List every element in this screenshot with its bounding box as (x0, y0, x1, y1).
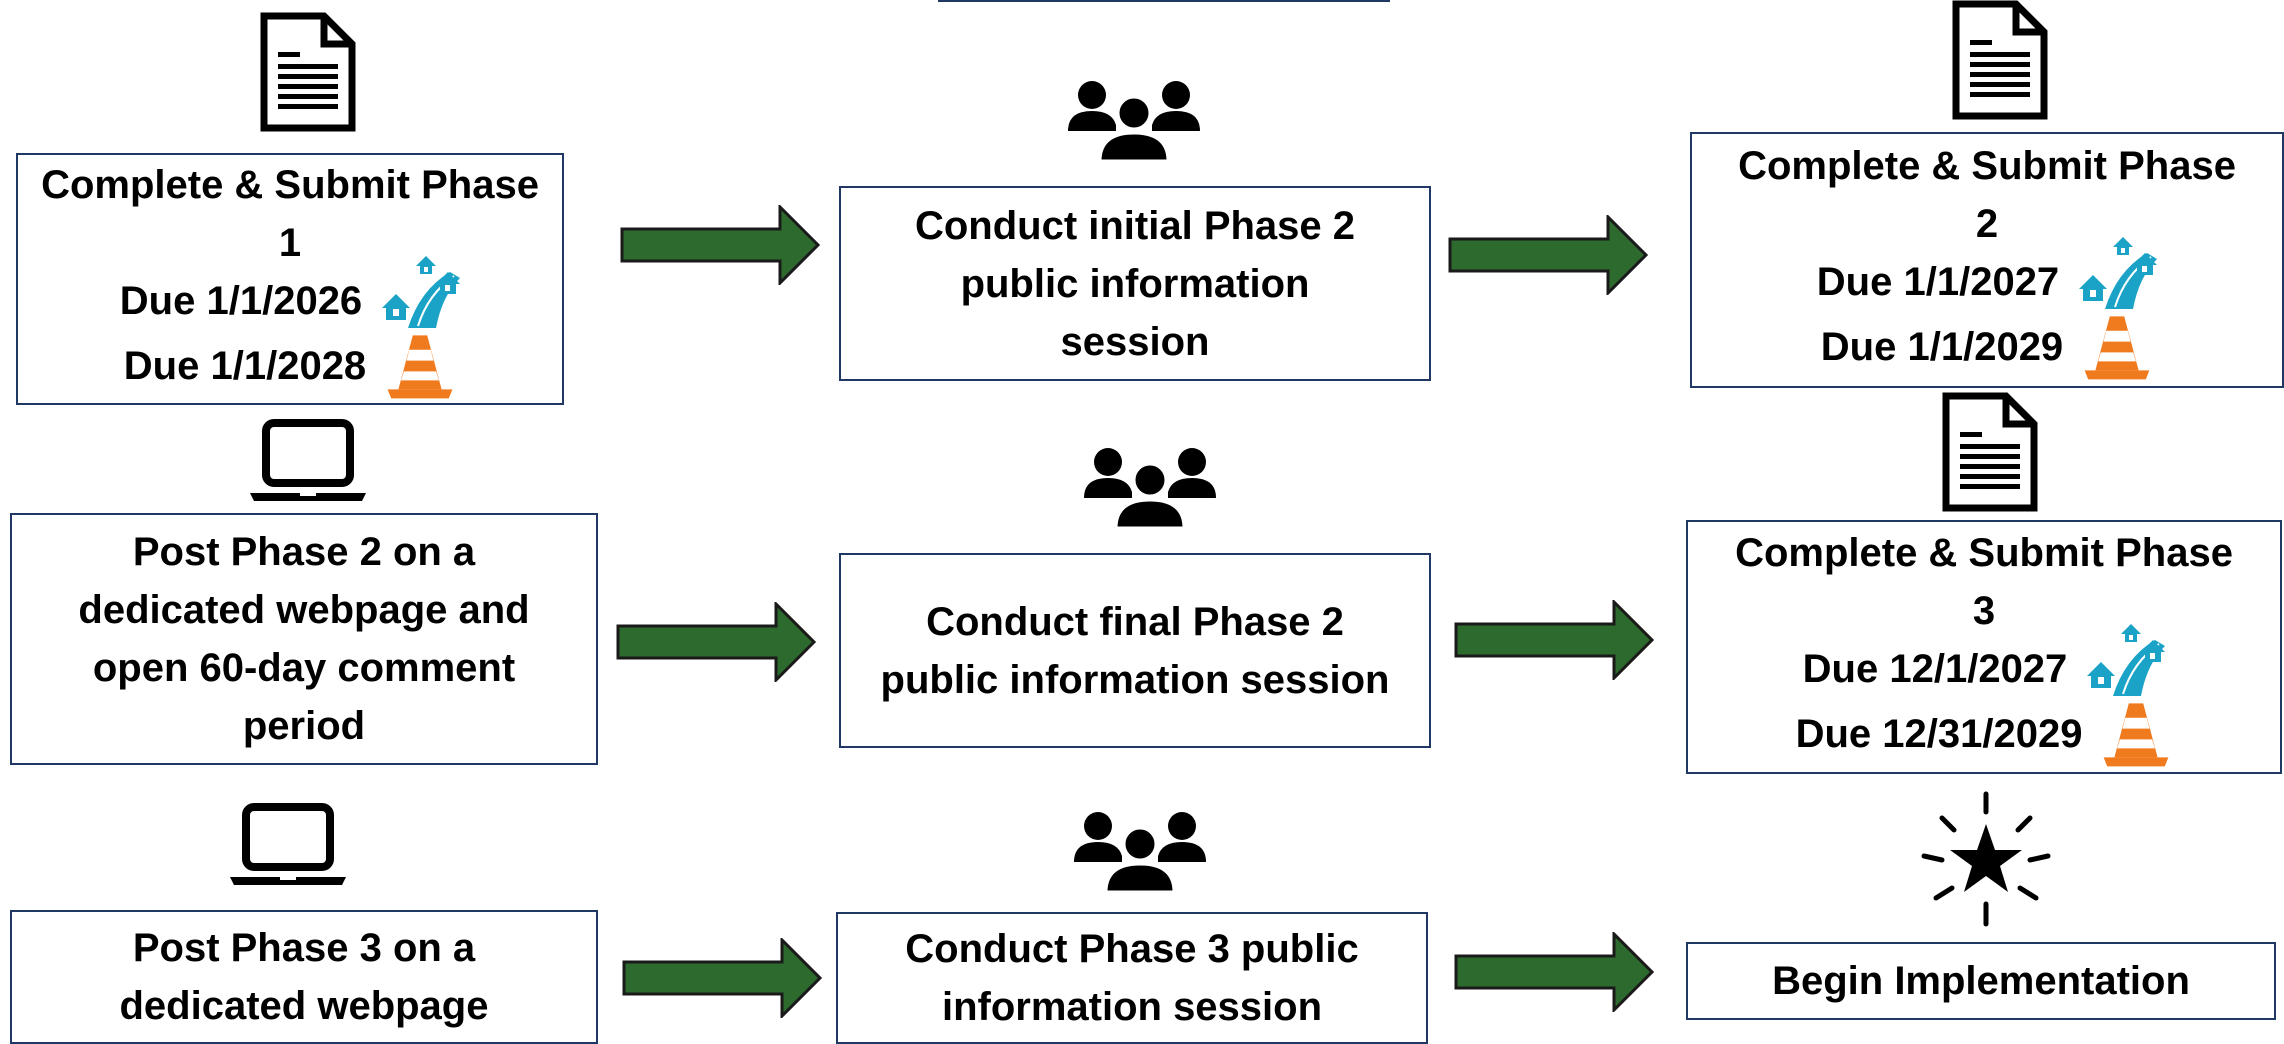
box-text-line: dedicated webpage and (78, 588, 530, 632)
traffic-cone-icon (2081, 311, 2153, 383)
box-text-line: information session (941, 985, 1323, 1029)
due-row: Due 1/1/2026 (120, 272, 460, 330)
box-text-line: Complete & Submit Phase (1735, 531, 2233, 575)
document-icon (1950, 0, 2050, 120)
post-phase-2-box: Post Phase 2 on a dedicated webpage and … (10, 513, 598, 765)
initial-phase-2-session-box: Conduct initial Phase 2 public informati… (839, 186, 1431, 381)
box-text-line: 1 (278, 221, 302, 265)
flow-arrow (1448, 215, 1648, 295)
traffic-cone-icon (2100, 698, 2172, 770)
begin-implementation-box: Begin Implementation (1686, 942, 2276, 1020)
houses-road-icon (380, 250, 460, 330)
due-row: Due 12/31/2029 (1796, 698, 2173, 770)
box-text-line: public information session (880, 657, 1390, 702)
box-text-line: public information (960, 261, 1310, 306)
top-border-line (938, 0, 1390, 2)
traffic-cone-icon (384, 330, 456, 402)
box-text-line: Conduct initial Phase 2 (914, 203, 1356, 248)
star-burst-icon (1916, 790, 2056, 930)
box-text-line: dedicated webpage (119, 984, 489, 1028)
flow-arrow (1454, 600, 1654, 680)
box-text-line: 2 (1975, 202, 1999, 246)
box-text-line: Conduct Phase 3 public (905, 927, 1359, 971)
document-icon (258, 12, 358, 132)
phase-3-session-box: Conduct Phase 3 public information sessi… (836, 912, 1428, 1044)
due-date-text: Due 1/1/2028 (123, 344, 367, 388)
people-group-icon (1070, 804, 1210, 894)
due-row: Due 1/1/2027 (1817, 253, 2157, 311)
due-date-text: Due 1/1/2026 (119, 279, 363, 323)
box-text-line: session (1060, 319, 1210, 364)
due-row: Due 1/1/2029 (1821, 311, 2153, 383)
flow-arrow (622, 938, 822, 1018)
flow-arrow (1454, 932, 1654, 1012)
laptop-icon (228, 796, 348, 896)
flow-arrow (616, 602, 816, 682)
due-date-text: Due 12/31/2029 (1795, 712, 2083, 756)
due-date-text: Due 1/1/2029 (1820, 325, 2064, 369)
due-date-text: Due 1/1/2027 (1816, 260, 2060, 304)
box-text-line: Post Phase 2 on a (132, 530, 476, 574)
due-date-text: Due 12/1/2027 (1802, 647, 2068, 691)
box-text-line: Conduct final Phase 2 (926, 599, 1344, 644)
submit-phase-2-box: Complete & Submit Phase 2 Due 1/1/2027 D… (1690, 132, 2284, 388)
houses-road-icon (2077, 231, 2157, 311)
box-text-line: open 60-day comment (92, 646, 516, 690)
flow-arrow (620, 205, 820, 285)
box-text-line: Begin Implementation (1772, 959, 2190, 1003)
box-text-line: Complete & Submit Phase (1738, 144, 2236, 188)
submit-phase-3-box: Complete & Submit Phase 3 Due 12/1/2027 … (1686, 520, 2282, 774)
submit-phase-1-box: Complete & Submit Phase 1 Due 1/1/2026 D… (16, 153, 564, 405)
people-group-icon (1080, 440, 1220, 530)
people-group-icon (1064, 73, 1204, 163)
laptop-icon (248, 412, 368, 512)
box-text-line: 3 (1972, 589, 1996, 633)
box-text-line: Complete & Submit Phase (41, 163, 539, 207)
post-phase-3-box: Post Phase 3 on a dedicated webpage (10, 910, 598, 1044)
box-text-line: Post Phase 3 on a (132, 926, 476, 970)
due-row: Due 12/1/2027 (1803, 640, 2166, 698)
box-text-line: period (242, 704, 366, 748)
houses-road-icon (2085, 618, 2165, 698)
due-row: Due 1/1/2028 (124, 330, 456, 402)
document-icon (1940, 392, 2040, 512)
final-phase-2-session-box: Conduct final Phase 2 public information… (839, 553, 1431, 748)
